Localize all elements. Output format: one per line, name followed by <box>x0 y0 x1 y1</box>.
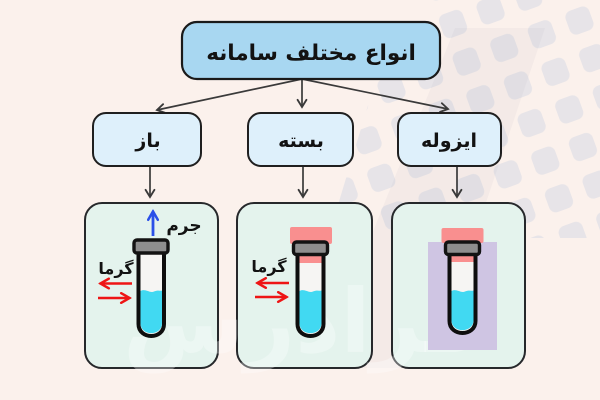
stopper-inner <box>299 252 322 263</box>
tube-liquid <box>140 290 162 334</box>
tube-liquid <box>299 290 322 334</box>
tube-rim <box>132 238 170 255</box>
tube-rim <box>443 240 482 257</box>
mass-label: جرم <box>166 216 201 236</box>
heat-label-open: گرما <box>98 259 134 278</box>
heat-label-closed: گرما <box>251 257 287 276</box>
stopper-cap-icon <box>441 228 484 243</box>
connector-title-to-open <box>155 78 303 114</box>
node-label-closed: بسته <box>278 130 324 152</box>
stopper-inner <box>451 252 474 262</box>
tube-liquid <box>451 290 474 331</box>
node-box-closed <box>247 112 354 167</box>
closed-system-illustration: گرما <box>251 227 332 338</box>
node-label-isolated: ایزوله <box>421 130 477 152</box>
node-box-isolated <box>397 112 502 167</box>
title-box <box>180 20 442 81</box>
diagram-title: انواع مختلف سامانه <box>206 41 416 66</box>
isolated-system-illustration <box>428 228 497 350</box>
tube-rim <box>291 240 330 257</box>
open-system-illustration: جرم گرما <box>98 212 202 338</box>
connector-title-to-isolated <box>301 78 450 113</box>
node-box-open <box>92 112 202 167</box>
node-label-open: باز <box>134 130 160 152</box>
stopper-cap-icon <box>290 227 332 244</box>
